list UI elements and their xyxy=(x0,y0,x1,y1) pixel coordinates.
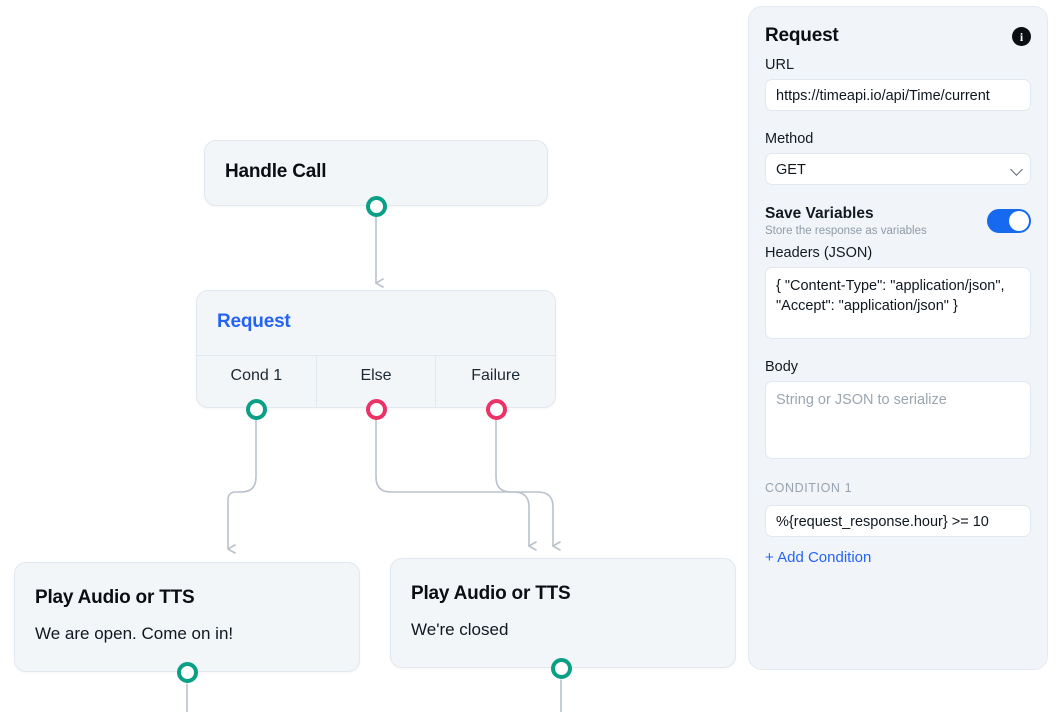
node-request-outputs: Cond 1 Else Failure xyxy=(197,356,555,407)
request-settings-panel: Request i URL https://timeapi.io/api/Tim… xyxy=(748,6,1048,670)
node-request[interactable]: Request Cond 1 Else Failure xyxy=(196,290,556,408)
node-play-audio-closed[interactable]: Play Audio or TTS We're closed xyxy=(390,558,736,668)
handle-out-play-open[interactable] xyxy=(177,662,198,683)
handle-out-else[interactable] xyxy=(366,399,387,420)
condition-1-label: CONDITION 1 xyxy=(765,481,853,495)
node-title: Handle Call xyxy=(225,161,327,182)
method-select-wrap: GET xyxy=(765,153,1031,185)
node-subtitle: We're closed xyxy=(411,620,509,639)
handle-out-cond-1[interactable] xyxy=(246,399,267,420)
condition-1-input[interactable]: %{request_response.hour} >= 10 xyxy=(765,505,1031,537)
headers-textarea[interactable]: { "Content-Type": "application/json", "A… xyxy=(765,267,1031,339)
headers-label: Headers (JSON) xyxy=(765,245,873,261)
handle-out-failure[interactable] xyxy=(486,399,507,420)
output-failure[interactable]: Failure xyxy=(436,356,555,407)
node-title: Play Audio or TTS xyxy=(411,583,571,604)
save-variables-toggle[interactable] xyxy=(987,209,1031,233)
node-play-audio-open[interactable]: Play Audio or TTS We are open. Come on i… xyxy=(14,562,360,672)
node-title: Request xyxy=(217,311,291,332)
output-cond-1[interactable]: Cond 1 xyxy=(197,356,317,407)
output-label: Failure xyxy=(471,367,521,384)
add-condition-button[interactable]: + Add Condition xyxy=(765,549,872,566)
panel-header: Request i xyxy=(765,25,1031,55)
panel-title: Request xyxy=(765,25,839,46)
method-select[interactable]: GET xyxy=(765,153,1031,185)
save-variables-description: Store the response as variables xyxy=(765,225,927,237)
node-handle-call[interactable]: Handle Call xyxy=(204,140,548,206)
output-else[interactable]: Else xyxy=(317,356,437,407)
url-input[interactable]: https://timeapi.io/api/Time/current xyxy=(765,79,1031,111)
handle-out-play-closed[interactable] xyxy=(551,658,572,679)
output-label: Cond 1 xyxy=(230,367,283,384)
node-request-header: Request xyxy=(197,291,555,356)
save-variables-row: Save Variables Store the response as var… xyxy=(765,205,1031,245)
toggle-knob xyxy=(1009,211,1029,231)
method-label: Method xyxy=(765,131,814,147)
url-label: URL xyxy=(765,57,795,73)
output-label: Else xyxy=(360,367,392,384)
save-variables-label: Save Variables xyxy=(765,205,874,222)
body-label: Body xyxy=(765,359,799,375)
handle-out-handle-call[interactable] xyxy=(366,196,387,217)
info-icon[interactable]: i xyxy=(1012,27,1031,46)
body-textarea[interactable]: String or JSON to serialize xyxy=(765,381,1031,459)
node-title: Play Audio or TTS xyxy=(35,587,195,608)
node-subtitle: We are open. Come on in! xyxy=(35,624,234,643)
